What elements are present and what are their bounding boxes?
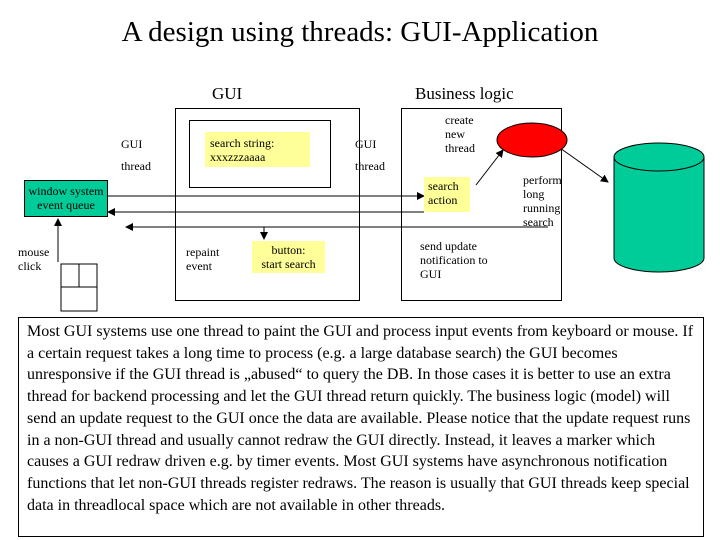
gui-column-heading: GUI (212, 84, 243, 103)
search-action-label-1: search (428, 179, 459, 193)
repaint-event-label-2: event (186, 259, 212, 273)
perform-search-label-1: perform (523, 173, 562, 187)
search-action-label-2: action (428, 193, 458, 207)
business-logic-container (401, 108, 562, 301)
mouse-device (60, 263, 98, 312)
start-search-button-label-1: button: (271, 243, 306, 257)
search-string-value: xxxzzzaaaa (210, 150, 266, 164)
send-update-label-1: send update (420, 239, 477, 253)
gui-thread-right-label-2: thread (355, 159, 385, 173)
event-queue-label-1: window system (28, 184, 104, 198)
business-logic-column-heading: Business logic (415, 84, 514, 103)
search-action-box: search action (424, 177, 470, 212)
send-update-label-2: notification to (420, 253, 488, 267)
search-string-field[interactable]: search string: xxxzzzaaaa (205, 132, 310, 167)
mouse-click-label-2: click (18, 259, 42, 273)
gui-thread-right-label-1: GUI (355, 137, 377, 151)
arrow-thread-to-db (559, 147, 609, 183)
mouse-click-label-1: mouse (18, 245, 50, 259)
create-thread-label-2: new (445, 127, 465, 141)
gui-container (175, 108, 360, 301)
slide-title: A design using threads: GUI-Application (121, 16, 599, 48)
gui-window-frame (189, 120, 331, 188)
repaint-event-label-1: repaint (186, 245, 220, 259)
event-queue-label-2: event queue (37, 198, 95, 212)
perform-search-label-2: long (523, 187, 545, 201)
database-cylinder (613, 142, 705, 273)
create-thread-label-3: thread (445, 141, 475, 155)
search-string-label: search string: (210, 136, 275, 150)
description-text: Most GUI systems use one thread to paint… (18, 317, 704, 537)
gui-thread-left-label-2: thread (121, 159, 151, 173)
create-thread-label-1: create (445, 113, 474, 127)
perform-search-label-3: running (523, 201, 561, 215)
perform-search-label-4: search (523, 215, 554, 229)
window-system-event-queue: window system event queue (24, 180, 108, 217)
arrow-create-thread (475, 149, 504, 186)
start-search-button[interactable]: button: start search (252, 241, 325, 273)
gui-thread-left-label-1: GUI (121, 137, 143, 151)
new-thread-shape (496, 122, 568, 158)
send-update-label-3: GUI (420, 267, 442, 281)
start-search-button-label-2: start search (261, 257, 316, 271)
